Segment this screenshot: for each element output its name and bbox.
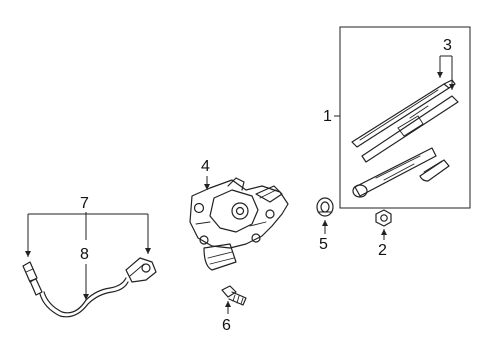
callout-5: 5 xyxy=(319,236,328,253)
callout-8: 8 xyxy=(80,246,89,263)
callout-1: 1 xyxy=(323,108,332,125)
wiper-lower-arm[interactable] xyxy=(352,147,437,198)
nut[interactable] xyxy=(375,209,392,227)
wiper-motor[interactable] xyxy=(189,177,289,271)
callout-4: 4 xyxy=(201,158,210,175)
pivot-cap[interactable] xyxy=(316,197,334,217)
arm-cover-cap[interactable] xyxy=(419,159,450,182)
wiper-arm-kit-box xyxy=(339,26,471,209)
callout-7: 7 xyxy=(80,195,89,212)
callout-6: 6 xyxy=(222,317,231,334)
callout-3: 3 xyxy=(443,37,452,54)
wiper-arm[interactable] xyxy=(361,95,459,163)
mounting-bolt[interactable] xyxy=(221,285,247,306)
washer-hose[interactable] xyxy=(22,257,157,318)
callout-2: 2 xyxy=(378,242,387,259)
